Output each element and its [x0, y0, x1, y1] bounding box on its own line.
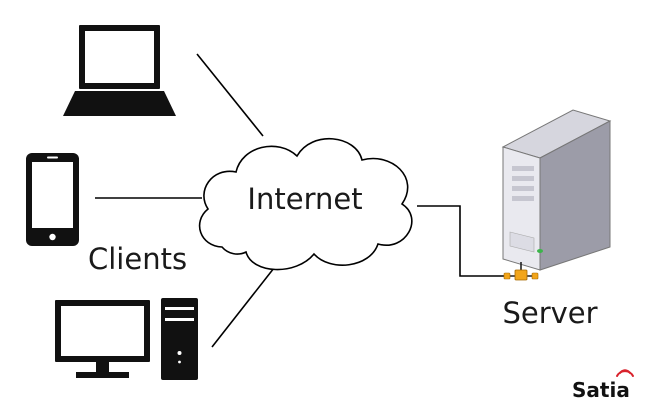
cloud-icon	[198, 137, 413, 271]
server-tower-icon	[501, 109, 612, 271]
clients-label: Clients	[88, 242, 187, 276]
brand-name: Satia	[572, 378, 630, 402]
server-connection-line	[417, 205, 508, 277]
network-connector-icon	[503, 262, 539, 281]
brand-logo: Satia	[572, 369, 634, 402]
wifi-signal-icon	[616, 369, 634, 377]
desktop-connection-line	[211, 267, 275, 348]
server-label: Server	[502, 296, 597, 330]
smartphone-icon	[26, 153, 79, 246]
laptop-icon	[63, 25, 176, 116]
laptop-connection-line	[196, 53, 264, 137]
desktop-computer-icon	[55, 298, 198, 380]
internet-label: Internet	[247, 182, 362, 216]
server-status-led	[537, 249, 543, 253]
